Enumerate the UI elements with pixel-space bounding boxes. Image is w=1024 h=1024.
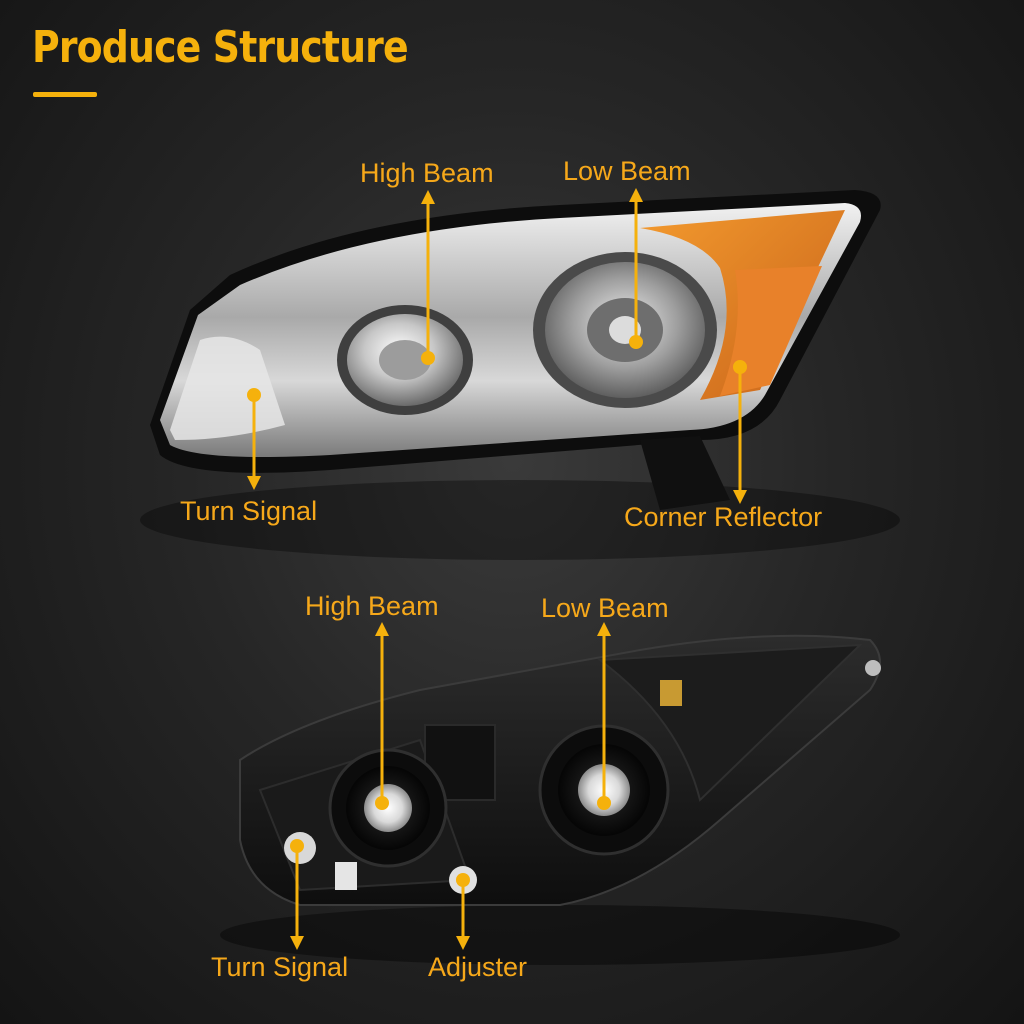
arrowhead-corner-reflector [733,490,747,504]
arrowhead-rear-high-beam [375,622,389,636]
title-underline [33,92,97,97]
arrowhead-rear-turn-signal [290,936,304,950]
arrowhead-front-low-beam [629,188,643,202]
page-title: Produce Structure [32,22,409,73]
arrowhead-front-turn-signal [247,476,261,490]
dot-front-low-beam [629,335,643,349]
arrowhead-rear-low-beam [597,622,611,636]
dot-rear-high-beam [375,796,389,810]
callout-arrows [247,188,747,950]
dot-rear-low-beam [597,796,611,810]
arrowhead-front-high-beam [421,190,435,204]
dot-adjuster [456,873,470,887]
dot-front-turn-signal [247,388,261,402]
label-front-high-beam: High Beam [360,158,494,188]
front-headlight [140,190,900,560]
rear-headlight-housing [220,634,900,965]
label-rear-high-beam: High Beam [305,591,439,621]
dot-corner-reflector [733,360,747,374]
dot-rear-turn-signal [290,839,304,853]
label-rear-low-beam: Low Beam [541,593,669,623]
label-corner-reflector: Corner Reflector [624,502,823,532]
label-rear-turn-signal: Turn Signal [211,952,349,982]
label-adjuster: Adjuster [428,952,528,982]
label-front-low-beam: Low Beam [563,156,691,186]
dot-front-high-beam [421,351,435,365]
label-front-turn-signal: Turn Signal [180,496,318,526]
arrowhead-adjuster [456,936,470,950]
